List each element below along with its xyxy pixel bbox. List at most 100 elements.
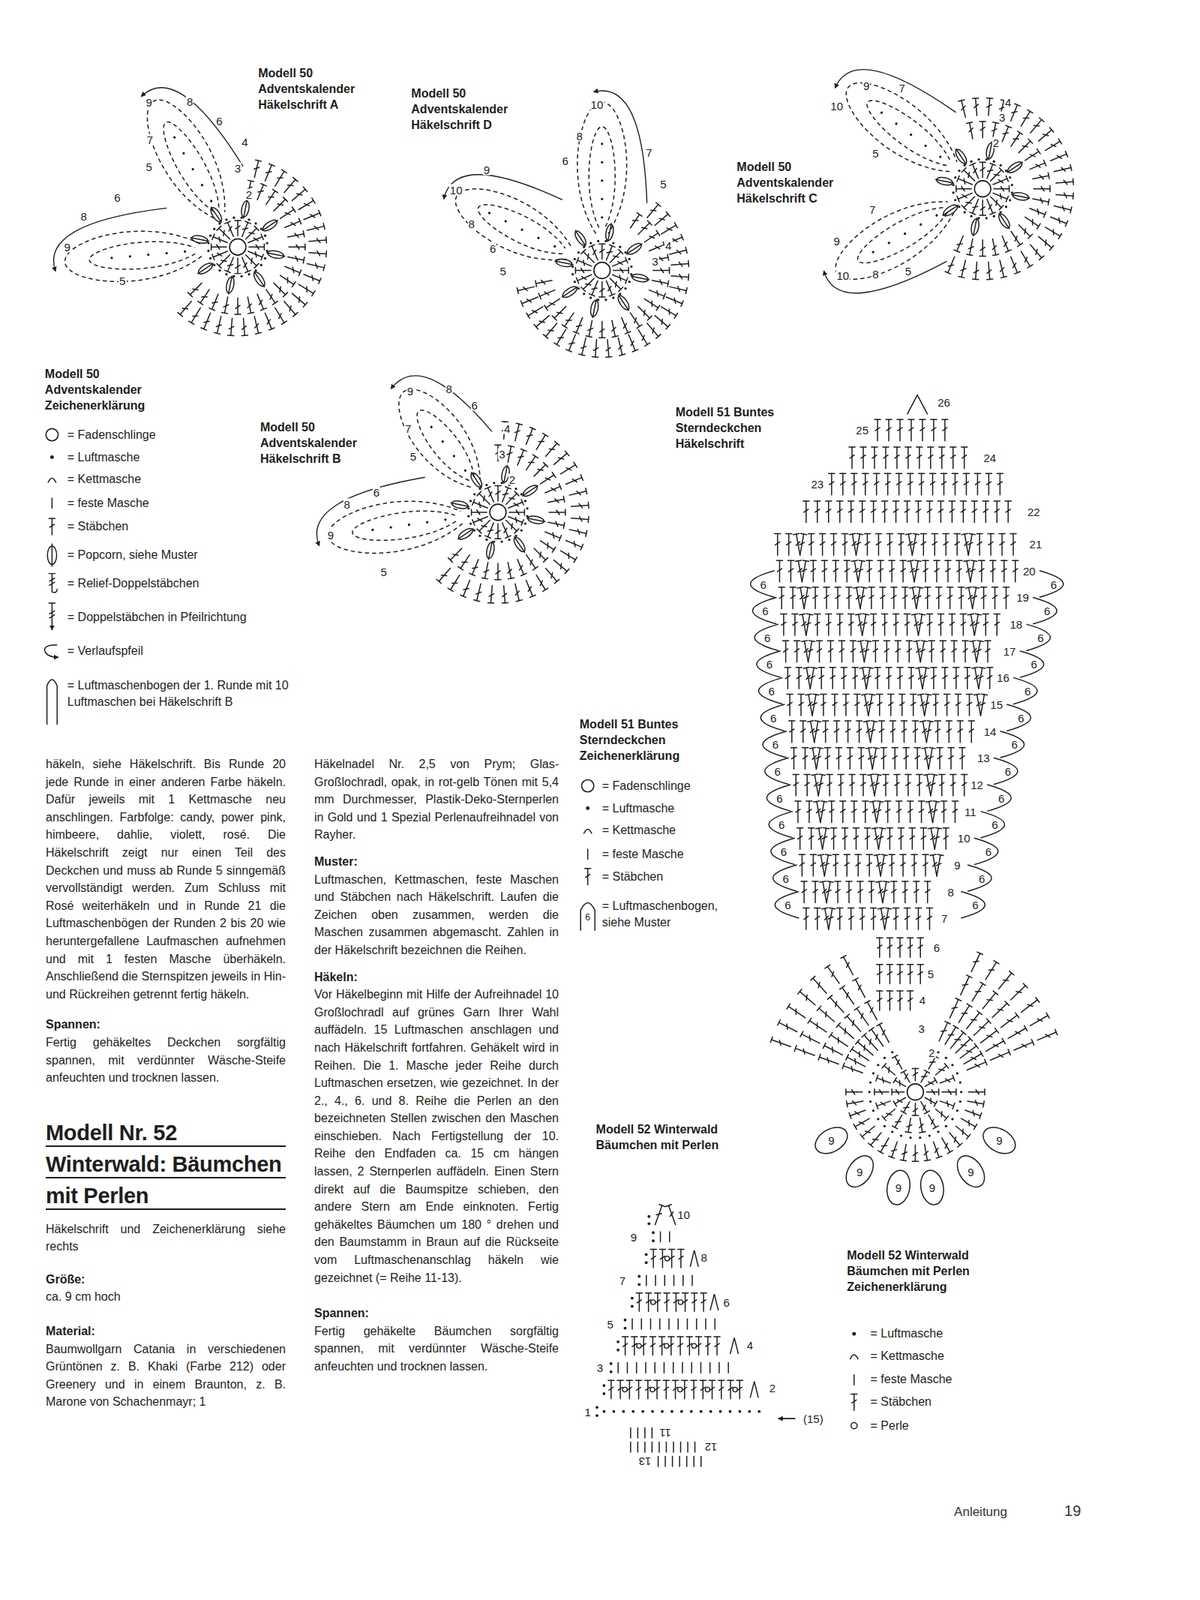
- treble-stitch: [895, 501, 897, 523]
- treble-stitch: [978, 534, 980, 556]
- treble-stitch: [949, 509, 954, 513]
- treble-stitch: [255, 252, 256, 258]
- treble-stitch: [581, 276, 586, 280]
- treble-stitch: [851, 560, 858, 561]
- treble-stitch: [870, 613, 877, 615]
- treble-stitch: [1037, 148, 1041, 154]
- treble-stitch: [1058, 138, 1062, 144]
- treble-stitch: [864, 533, 870, 534]
- popcorn: [488, 541, 492, 560]
- treble-stitch: [507, 562, 511, 579]
- treble-stitch: [527, 435, 533, 436]
- treble-stitch: [854, 693, 861, 695]
- treble-stitch: [917, 587, 924, 588]
- treble-stitch: [552, 472, 556, 478]
- treble-stitch: [891, 880, 897, 882]
- treble-stitch: [1000, 193, 1002, 199]
- treble-stitch: [948, 500, 955, 501]
- treble-stitch: [794, 639, 801, 641]
- treble-stitch: [900, 862, 906, 866]
- treble-stitch: [982, 613, 989, 615]
- treble-stitch: [946, 729, 951, 732]
- treble-stitch: [982, 500, 989, 501]
- treble-stitch: [813, 560, 814, 582]
- treble-stitch: [873, 854, 880, 855]
- treble-stitch: [522, 297, 538, 304]
- treble-stitch: [830, 533, 837, 534]
- treble-stitch: [1027, 109, 1033, 113]
- treble-stitch: [954, 801, 956, 823]
- popcorn: [527, 514, 545, 525]
- treble-stitch: [676, 250, 681, 255]
- treble-stitch: [591, 280, 598, 295]
- treble-stitch: [219, 228, 230, 239]
- treble-stitch: [569, 342, 575, 344]
- treble-stitch: [883, 639, 890, 641]
- chain-loop: [851, 198, 952, 273]
- chain-loop: [384, 376, 495, 499]
- chain-dot: [504, 219, 507, 223]
- chain-dot: [963, 164, 966, 167]
- treble-stitch: [862, 800, 869, 801]
- treble-stitch: [828, 648, 833, 652]
- treble-stitch: [548, 498, 564, 502]
- treble-stitch: [816, 908, 818, 930]
- chain-arch: [771, 837, 795, 864]
- treble-stitch: [573, 462, 577, 468]
- treble-stitch: [294, 233, 299, 237]
- treble-stitch: [246, 255, 257, 266]
- treble-stitch: [868, 880, 875, 882]
- treble-stitch: [599, 296, 606, 297]
- treble-stitch: [882, 621, 888, 625]
- treble-stitch: [1001, 276, 1008, 278]
- chain-dot: [935, 213, 939, 217]
- treble-stitch: [572, 479, 577, 483]
- treble-stitch: [303, 257, 305, 264]
- treble-stitch: [967, 613, 974, 615]
- chain-arch: [987, 784, 1011, 811]
- treble-stitch: [891, 595, 897, 599]
- magic-ring: [594, 262, 611, 279]
- treble-stitch: [180, 301, 192, 315]
- treble-stitch: [1050, 127, 1054, 132]
- treble-stitch: [573, 331, 580, 334]
- treble-stitch: [828, 614, 829, 636]
- chain-dot: [254, 269, 257, 272]
- treble-stitch: [833, 828, 834, 850]
- treble-stitch: [844, 534, 846, 556]
- treble-stitch: [532, 566, 538, 570]
- treble-stitch: [254, 160, 258, 177]
- treble-stitch: [666, 324, 670, 330]
- treble-stitch: [808, 533, 815, 534]
- treble-stitch: [896, 774, 897, 796]
- treble-stitch: [1065, 220, 1068, 227]
- treble-stitch: [834, 880, 841, 882]
- treble-stitch: [839, 501, 840, 523]
- treble-stitch: [828, 473, 835, 474]
- treble-stitch: [990, 559, 996, 561]
- treble-stitch: [902, 854, 903, 876]
- treble-stitch: [936, 560, 937, 582]
- treble-stitch: [884, 916, 890, 919]
- popcorn: [456, 526, 474, 542]
- chain-dot: [618, 292, 621, 295]
- chain-arch: [754, 624, 779, 651]
- treble-stitch: [941, 774, 942, 796]
- treble-stitch: [835, 889, 840, 893]
- treble-stitch: [897, 827, 904, 828]
- treble-stitch: [919, 720, 926, 722]
- direction-arrow: [141, 69, 243, 193]
- chain-dot: [147, 253, 150, 257]
- treble-stitch: [823, 827, 830, 828]
- treble-stitch: [831, 473, 832, 495]
- treble-stitch: [826, 774, 833, 775]
- chain-dot: [957, 205, 960, 208]
- treble-stitch: [312, 291, 315, 297]
- treble-stitch: [967, 702, 972, 705]
- treble-stitch: [798, 693, 804, 695]
- treble-stitch: [1053, 206, 1071, 210]
- treble-stitch: [798, 854, 805, 855]
- treble-stitch: [625, 257, 628, 264]
- treble-stitch: [924, 880, 931, 882]
- treble-stitch: [945, 702, 950, 705]
